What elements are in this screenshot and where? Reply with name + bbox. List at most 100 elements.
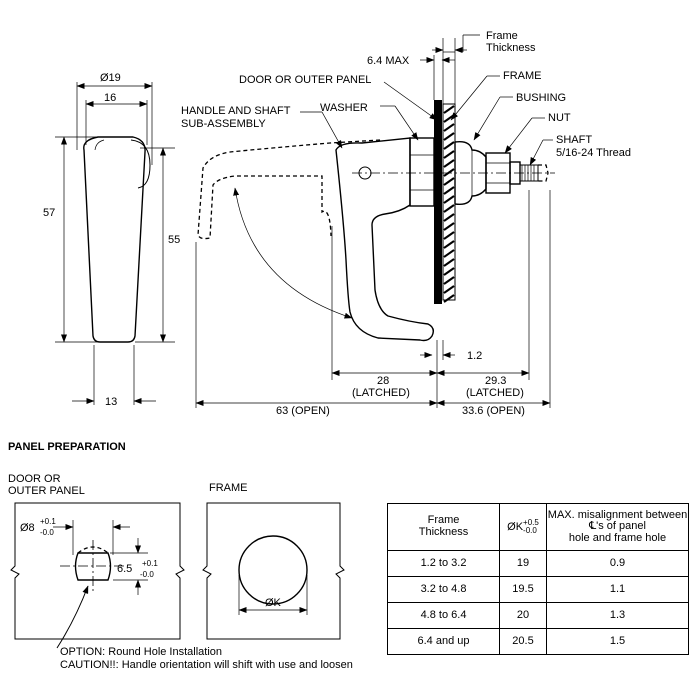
handle-open-position [197, 139, 381, 240]
door-panel [434, 100, 442, 304]
frame-panel-outline [202, 502, 345, 640]
door-panel-cutout-view: DOOR OR OUTER PANEL Ø8 +0.1 -0.0 6.5 +0.… [8, 473, 353, 671]
col2-tol-minus: -0.0 [523, 526, 537, 535]
cell-misalign: 1.5 [546, 628, 689, 655]
door-d-hole [74, 552, 112, 581]
spec-table: Frame Thickness ØK+0.5-0.0 MAX. misalign… [387, 503, 689, 655]
col-k-header: ØK+0.5-0.0 [499, 503, 547, 551]
frame-hatch-line [443, 213, 455, 222]
frame-hatch-line [443, 195, 455, 204]
dim-13-text: 13 [105, 396, 117, 408]
label-nut: NUT [548, 112, 571, 124]
cell-thickness: 4.8 to 6.4 [387, 602, 500, 629]
col-frame-thickness-header: Frame Thickness [387, 503, 500, 551]
label-frame: FRAME [503, 70, 542, 82]
label-frame-thickness-1: Frame [486, 30, 518, 42]
dim-dia8-tol-minus: -0.0 [40, 528, 54, 537]
cell-misalign: 1.3 [546, 602, 689, 629]
frame-hatch-line [443, 141, 455, 150]
frame-label: FRAME [209, 482, 248, 494]
front-handle-washer [130, 139, 151, 189]
frame-hatch-line [443, 177, 455, 186]
frame-hatch-line [443, 276, 455, 285]
threaded-shaft [519, 164, 539, 182]
label-handle-1: HANDLE AND SHAFT [181, 105, 291, 117]
frame-hatch-line [443, 222, 455, 231]
cell-thickness: 6.4 and up [387, 628, 500, 655]
col2-tol-plus: +0.5 [523, 518, 539, 527]
cell-k: 20 [499, 602, 547, 629]
dim-6-5-tol-plus: +0.1 [142, 559, 158, 568]
frame-hatch-line [443, 132, 455, 141]
dim-29-3-note: (LATCHED) [466, 387, 524, 399]
label-door-panel: DOOR OR OUTER PANEL [239, 74, 371, 86]
frame-hatch-line [443, 258, 455, 267]
frame-cutout-view: FRAME ØK [202, 482, 345, 640]
label-frame-thickness-2: Thickness [486, 42, 536, 54]
frame-hatch-line [443, 267, 455, 276]
col3-header-line1: MAX. misalignment between [547, 508, 688, 521]
frame-hatch-line [443, 240, 455, 249]
option-note: OPTION: Round Hole Installation [60, 646, 222, 658]
dim-55-text: 55 [168, 234, 180, 246]
dim-28-text: 28 [377, 375, 389, 387]
dim-33-6-text: 33.6 (OPEN) [462, 405, 525, 417]
handle-latched-position [335, 137, 435, 342]
door-label-2: OUTER PANEL [8, 485, 85, 497]
col3-header-line2: ℄'s of panel [589, 520, 646, 533]
dim-16-text: 16 [104, 92, 116, 104]
col-misalign-header: MAX. misalignment between ℄'s of panel h… [546, 503, 689, 551]
dim-dia19-text: Ø19 [100, 72, 121, 84]
dim-63-text: 63 (OPEN) [276, 405, 330, 417]
label-washer: WASHER [320, 102, 368, 114]
cell-misalign: 0.9 [546, 550, 689, 577]
frame-hatch-line [443, 204, 455, 213]
frame-hatch-line [443, 150, 455, 159]
frame-hatching [443, 105, 455, 303]
frame-hatch-line [443, 186, 455, 195]
dim-dia8-tol-plus: +0.1 [40, 517, 56, 526]
spec-table-header: Frame Thickness ØK+0.5-0.0 MAX. misalign… [387, 503, 689, 551]
frame-hatch-line [443, 231, 455, 240]
frame-hatch-line [443, 285, 455, 294]
col2-header-text: ØK [507, 520, 524, 533]
cell-k: 19 [499, 550, 547, 577]
dim-6-5-tol-minus: -0.0 [140, 570, 154, 579]
front-handle-inner [94, 139, 105, 151]
label-thread: 5/16-24 Thread [556, 147, 631, 159]
cell-thickness: 1.2 to 3.2 [387, 550, 500, 577]
frame-hatch-line [443, 123, 455, 132]
front-handle-outline [83, 136, 146, 343]
frame-hatch-line [443, 105, 455, 114]
cell-thickness: 3.2 to 4.8 [387, 576, 500, 603]
frame-hatch-line [443, 249, 455, 258]
dim-dia-k-text: ØK [265, 597, 282, 609]
caution-note: CAUTION!!: Handle orientation will shift… [60, 659, 353, 671]
dim-dia8-text: Ø8 [20, 522, 35, 534]
frame-round-hole [238, 535, 308, 605]
dim-6-5-text: 6.5 [117, 563, 132, 575]
col3-header-line3: hole and frame hole [568, 531, 667, 544]
dim-6-4-max-text: 6.4 MAX [367, 55, 410, 67]
frame-hatch-line [443, 294, 455, 303]
frame-hatch-line [443, 159, 455, 168]
door-label-1: DOOR OR [8, 473, 61, 485]
dim-29-3-text: 29.3 [485, 375, 506, 387]
cell-misalign: 1.1 [546, 576, 689, 603]
dim-57-text: 57 [43, 207, 55, 219]
dim-28-note: (LATCHED) [352, 387, 410, 399]
dim-1-2-text: 1.2 [467, 350, 482, 362]
frame-hatch-line [443, 168, 455, 177]
panel-prep-title: PANEL PREPARATION [8, 441, 126, 453]
col1-header-text: Frame Thickness [418, 514, 469, 538]
side-view: Frame Thickness 6.4 MAX DOOR OR OUTER PA… [181, 30, 631, 417]
label-handle-2: SUB-ASSEMBLY [181, 118, 266, 130]
front-view: Ø19 16 57 55 13 [43, 72, 180, 408]
swing-arc [233, 187, 353, 319]
cell-k: 19.5 [499, 576, 547, 603]
